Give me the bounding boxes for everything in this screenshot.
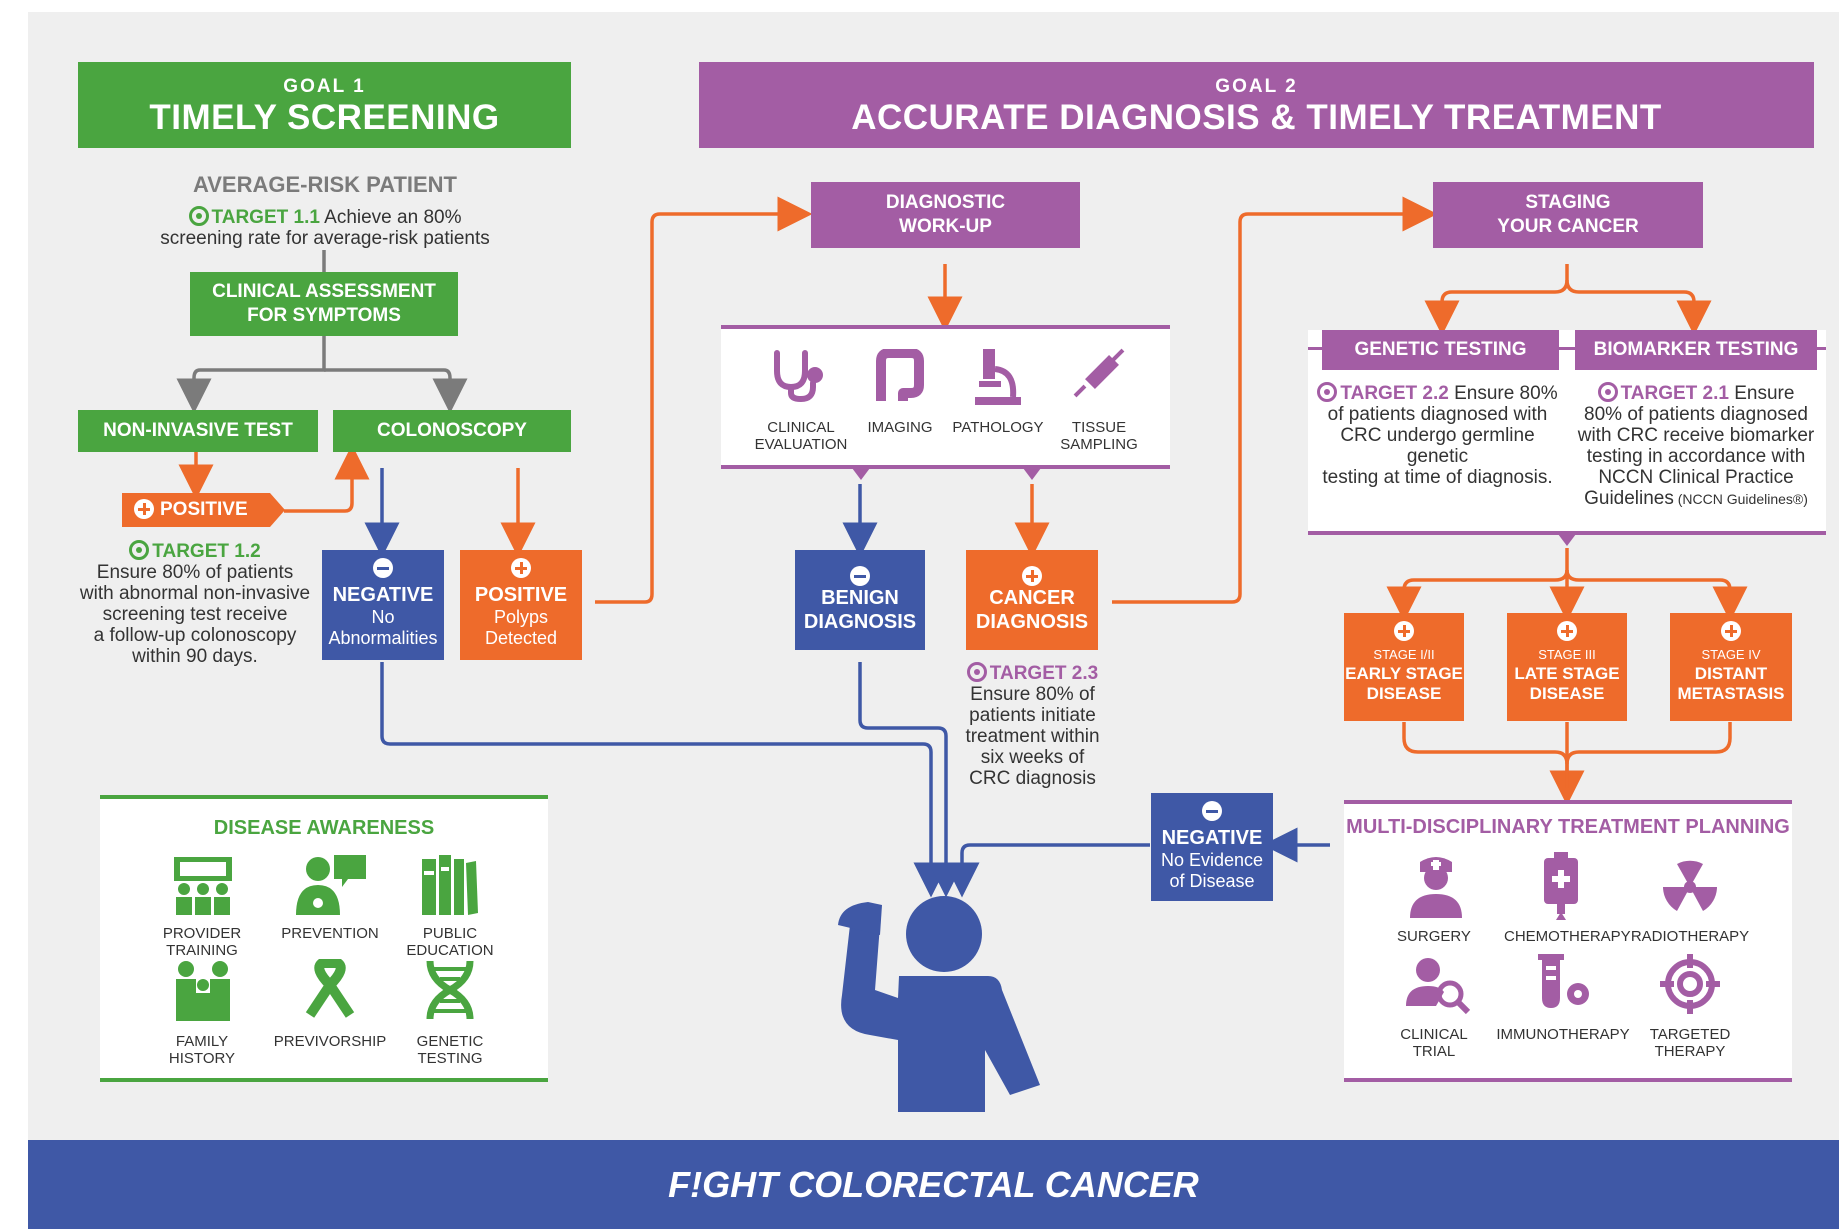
target-1-1: TARGET 1.1 Achieve an 80% screening rate… — [160, 206, 490, 249]
crosshair-icon — [1660, 954, 1720, 1014]
ribbon-icon — [305, 959, 355, 1018]
non-invasive-test-box: NON-INVASIVE TEST — [78, 410, 318, 452]
positive-polyps-detected: POSITIVE Polyps Detected — [460, 550, 582, 660]
stethoscope-icon — [774, 350, 823, 403]
goal2-header: GOAL 2 ACCURATE DIAGNOSIS & TIMELY TREAT… — [699, 62, 1814, 148]
stage-late-box: STAGE III LATE STAGE DISEASE — [1507, 613, 1627, 721]
imaging-label: IMAGING — [867, 419, 933, 436]
goal1-label: GOAL 1 — [283, 76, 366, 97]
footer-brand-bar: F!GHT COLORECTAL CANCER — [28, 1140, 1839, 1229]
negative-no-abnormalities: NEGATIVE No Abnormalities — [322, 550, 444, 660]
goal2-label: GOAL 2 — [1215, 76, 1298, 97]
average-risk-patient: AVERAGE-RISK PATIENT — [192, 172, 457, 197]
goal2-title: ACCURATE DIAGNOSIS & TIMELY TREATMENT — [851, 98, 1662, 137]
plus-icon — [1721, 621, 1741, 641]
doctor-chat-icon — [296, 855, 366, 915]
biomarker-testing-box: BIOMARKER TESTING — [1575, 330, 1817, 370]
goal1-header: GOAL 1 TIMELY SCREENING — [78, 62, 571, 148]
minus-icon — [850, 566, 870, 586]
books-icon — [422, 855, 478, 915]
patient-figure-icon — [838, 896, 1040, 1112]
genetic-testing-box: GENETIC TESTING — [1322, 330, 1559, 370]
target-icon — [129, 540, 150, 560]
prevention-label: PREVENTION — [281, 925, 379, 942]
plus-icon — [1557, 621, 1577, 641]
minus-icon — [373, 558, 393, 578]
stage-distant-box: STAGE IV DISTANT METASTASIS — [1670, 613, 1792, 721]
stage-early-box: STAGE I/II EARLY STAGE DISEASE — [1344, 613, 1464, 721]
previvorship-label: PREVIVORSHIP — [273, 1033, 387, 1050]
target-icon — [966, 662, 987, 682]
syringe-icon — [1073, 348, 1125, 398]
family-icon — [176, 961, 230, 1021]
negative-no-evidence: NEGATIVE No Evidence of Disease — [1151, 793, 1273, 901]
plus-icon — [1022, 566, 1042, 586]
target-icon — [188, 206, 209, 226]
immunotherapy-label: IMMUNOTHERAPY — [1496, 1026, 1630, 1043]
divider — [1308, 347, 1322, 350]
radiotherapy-label: RADIOTHERAPY — [1630, 928, 1750, 945]
disease-awareness-title: DISEASE AWARENESS — [213, 817, 435, 839]
treatment-planning-panel: MULTI-DISCIPLINARY TREATMENT PLANNING SU… — [1344, 800, 1792, 1082]
colonoscopy-box: COLONOSCOPY — [333, 410, 571, 452]
chemotherapy-label: CHEMOTHERAPY — [1504, 928, 1631, 945]
positive-tag: POSITIVE — [122, 493, 270, 527]
target-2-2: TARGET 2.2 Ensure 80% of patients diagno… — [1310, 382, 1565, 488]
treatment-planning-title: MULTI-DISCIPLINARY TREATMENT PLANNING — [1346, 816, 1790, 838]
plus-icon — [134, 499, 154, 519]
divider — [1559, 347, 1575, 350]
surgery-label: SURGERY — [1397, 928, 1471, 945]
target-icon — [1597, 382, 1618, 402]
test-tube-gear-icon — [1538, 954, 1589, 1008]
surgeon-icon — [1410, 857, 1462, 918]
goal1-title: TIMELY SCREENING — [149, 98, 500, 137]
iv-bag-icon — [1544, 852, 1578, 920]
pathology-label: PATHOLOGY — [952, 419, 1044, 436]
microscope-icon — [975, 349, 1021, 405]
target-2-1: TARGET 2.1 Ensure 80% of patients diagno… — [1577, 382, 1815, 509]
plus-icon — [1394, 621, 1414, 641]
classroom-icon — [174, 857, 232, 915]
dna-icon — [426, 960, 474, 1020]
person-search-icon — [1406, 958, 1470, 1015]
minus-icon — [1202, 801, 1222, 821]
fight-colorectal-cancer-logo: F!GHT COLORECTAL CANCER — [668, 1164, 1199, 1205]
target-icon — [1317, 382, 1338, 402]
target-2-3: TARGET 2.3 Ensure 80% of patients initia… — [965, 662, 1100, 789]
intestine-icon — [876, 349, 924, 401]
divider — [1817, 347, 1826, 350]
plus-icon — [511, 558, 531, 578]
target-1-2: TARGET 1.2 Ensure 80% of patients with a… — [79, 540, 311, 667]
radiation-icon — [1663, 860, 1717, 911]
positive-tag-arrow — [270, 493, 285, 527]
